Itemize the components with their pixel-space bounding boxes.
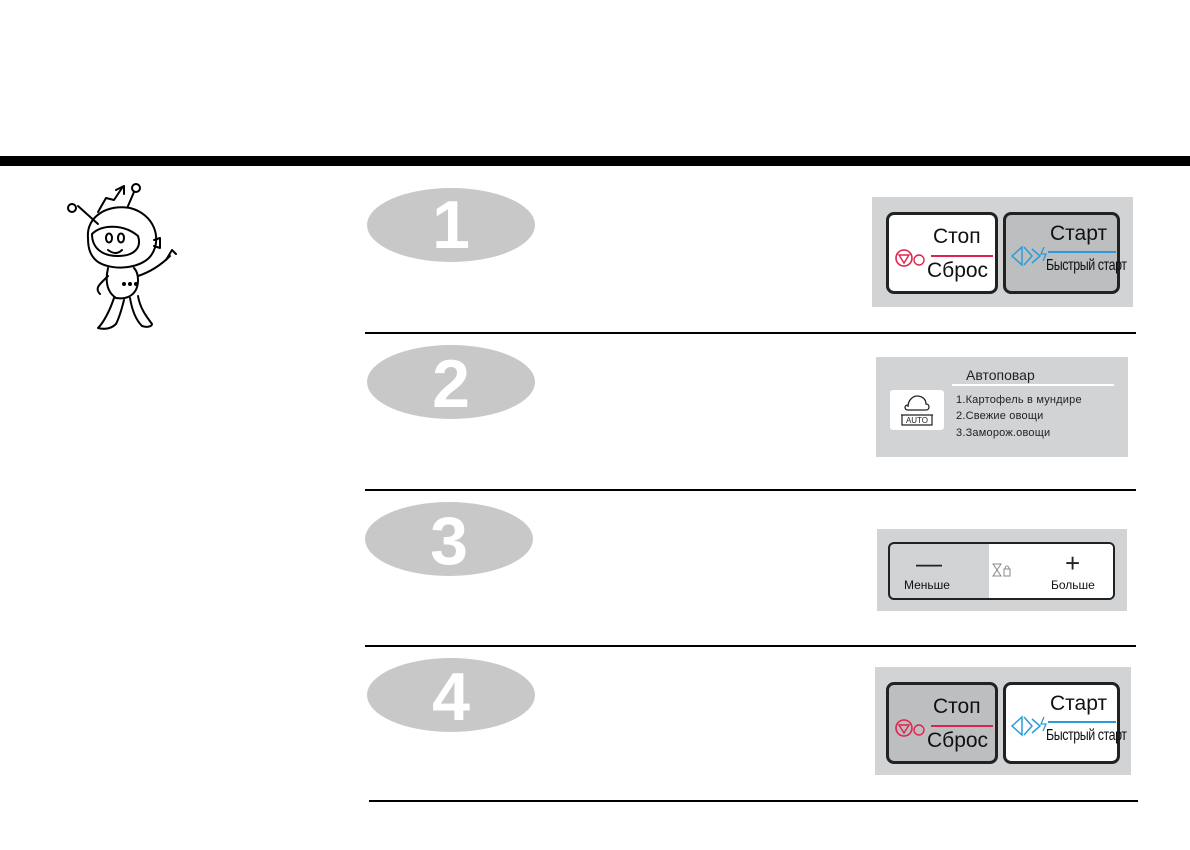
svg-text:1: 1 bbox=[432, 188, 470, 262]
hourglass-icon bbox=[991, 562, 1013, 578]
stop-reset-button-2[interactable]: Стоп Сброс bbox=[886, 682, 998, 764]
step-divider-2 bbox=[365, 489, 1136, 491]
step-number-1: 1 bbox=[367, 188, 535, 262]
start-label: Старт bbox=[1050, 692, 1107, 716]
control-panel-auto-cook: Автоповар AUTO 1.Картофель в мундире 2.С… bbox=[876, 357, 1128, 457]
stop-divider bbox=[931, 255, 993, 257]
stop-icon bbox=[893, 247, 931, 269]
step-number-2: 2 bbox=[367, 345, 535, 419]
start-icon bbox=[1010, 245, 1050, 267]
step-number-3: 3 bbox=[365, 502, 533, 576]
svg-text:2: 2 bbox=[432, 346, 470, 419]
step-number-4: 4 bbox=[367, 658, 535, 732]
less-more-control: — Меньше + Больше bbox=[888, 542, 1115, 600]
step-divider-1 bbox=[365, 332, 1136, 334]
auto-cook-title: Автоповар bbox=[966, 367, 1035, 383]
control-panel-less-more: — Меньше + Больше bbox=[877, 529, 1127, 611]
quick-start-label: Быстрый старт bbox=[1046, 257, 1127, 275]
auto-cook-item-3: 3.Заморож.овощи bbox=[956, 427, 1050, 439]
auto-cook-item-2: 2.Свежие овощи bbox=[956, 410, 1043, 422]
auto-cook-button[interactable]: AUTO bbox=[890, 390, 944, 430]
header-rule bbox=[0, 156, 1190, 166]
start-icon bbox=[1010, 715, 1050, 737]
step-divider-3 bbox=[365, 645, 1136, 647]
svg-text:3: 3 bbox=[430, 503, 468, 576]
svg-text:AUTO: AUTO bbox=[906, 416, 928, 425]
start-divider bbox=[1048, 721, 1116, 723]
stop-divider bbox=[931, 725, 993, 727]
svg-text:4: 4 bbox=[432, 659, 470, 732]
control-panel-stop-start-2: Стоп Сброс Старт Быстрый старт bbox=[875, 667, 1131, 775]
step-divider-4 bbox=[369, 800, 1138, 802]
start-label: Старт bbox=[1050, 222, 1107, 246]
more-button[interactable]: + Больше bbox=[1035, 544, 1113, 598]
more-label: Больше bbox=[1051, 578, 1095, 592]
less-label: Меньше bbox=[904, 578, 950, 592]
stop-label: Стоп bbox=[933, 225, 981, 249]
reset-label: Сброс bbox=[927, 729, 988, 753]
control-panel-stop-start-1: Стоп Сброс Старт Быстрый старт bbox=[872, 197, 1133, 307]
minus-icon: — bbox=[916, 550, 942, 576]
stop-label: Стоп bbox=[933, 695, 981, 719]
auto-cook-icon: AUTO bbox=[898, 393, 936, 429]
stop-reset-button[interactable]: Стоп Сброс bbox=[886, 212, 998, 294]
plus-icon: + bbox=[1065, 550, 1080, 576]
timer-area bbox=[989, 544, 1035, 598]
mascot-illustration bbox=[58, 176, 188, 336]
auto-cook-title-line bbox=[952, 384, 1114, 386]
quick-start-label: Быстрый старт bbox=[1046, 727, 1127, 745]
start-quickstart-button-2[interactable]: Старт Быстрый старт bbox=[1003, 682, 1120, 764]
less-button[interactable]: — Меньше bbox=[890, 544, 989, 598]
stop-icon bbox=[893, 717, 931, 739]
reset-label: Сброс bbox=[927, 259, 988, 283]
auto-cook-item-1: 1.Картофель в мундире bbox=[956, 394, 1082, 406]
start-divider bbox=[1048, 251, 1116, 253]
start-quickstart-button[interactable]: Старт Быстрый старт bbox=[1003, 212, 1120, 294]
